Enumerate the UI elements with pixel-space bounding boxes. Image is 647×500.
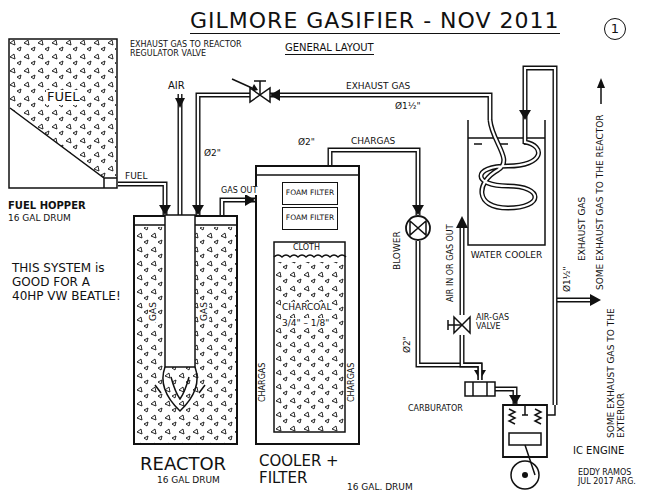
arrowhead	[509, 395, 521, 405]
pipe-line	[198, 95, 250, 215]
water-cooler: WATER COOLER	[468, 120, 545, 245]
pipe-label: FUEL	[124, 171, 148, 181]
fuel-hopper: FUELFUEL HOPPER16 GAL DRUM	[8, 38, 118, 190]
water-cooler-label: WATER COOLER	[468, 250, 545, 260]
note-label: CHARGAS	[347, 363, 356, 402]
pipe-connector	[192, 95, 250, 215]
reactor-drum-label: REACTOR	[140, 454, 226, 475]
fuel-hopper-drawing	[8, 38, 118, 190]
charcoal-bed-label: CLOTH	[292, 243, 321, 252]
pipe-label: EXHAUST GAS	[345, 81, 411, 91]
blower: BLOWER	[405, 215, 431, 241]
arrowhead	[159, 205, 171, 215]
arrowhead	[192, 205, 204, 215]
pipe-label: Ø2"	[402, 335, 412, 354]
cooler-filter-drum-label: 16 GAL. DRUM	[347, 482, 413, 492]
foam-filter-label: FOAM FILTER	[285, 214, 335, 223]
pipe-connector	[270, 89, 490, 120]
reactor-drum-drawing	[135, 217, 240, 447]
blower-label: BLOWER	[392, 231, 402, 270]
air-pipe	[175, 94, 185, 215]
note-label: Ø1½"	[395, 101, 421, 111]
ic-engine: IC ENGINE	[495, 405, 565, 492]
exhaust-exterior-pipe	[557, 294, 601, 306]
regulator-valve-label: EXHAUST GAS TO REACTOR REGULATOR VALVE	[130, 40, 242, 58]
pipe-line	[525, 68, 555, 405]
air-gas-valve-label: AIR-GAS VALVE	[476, 313, 522, 331]
arrowhead	[245, 194, 255, 206]
carburator: CARBURATOR	[465, 380, 495, 398]
ic-engine-drawing	[495, 405, 565, 492]
pipe-label: GAS OUT	[220, 186, 258, 195]
note-label: EDDY RAMOS JUL 2017 ARG.	[578, 468, 644, 486]
charcoal-bed-label: 3/4" – 1/8"	[281, 318, 330, 328]
pipe-line	[462, 335, 480, 380]
note-label: Ø1½"	[562, 266, 572, 292]
title: GILMORE GASIFIER - NOV 2011	[190, 8, 560, 34]
arrowhead	[519, 110, 531, 120]
fuel-hopper-label: FUEL HOPPER	[8, 200, 86, 212]
air-gas-valve: AIR-GAS VALVE	[452, 315, 472, 335]
cooler-filter-drum-label: COOLER + FILTER	[259, 453, 351, 488]
note-label: Ø2"	[204, 148, 221, 158]
note-label: CHARGAS	[258, 363, 267, 402]
pipe-line	[118, 184, 165, 215]
note-label: AIR IN OR GAS OUT	[446, 224, 455, 302]
carburator-drawing	[465, 380, 495, 398]
pipe-line	[118, 184, 165, 215]
pipe-line	[270, 95, 490, 120]
reactor-drum: REACTOR16 GAL DRUM	[133, 215, 238, 445]
note-label: AIR	[168, 80, 185, 92]
blower-drawing	[405, 215, 431, 241]
pipe-line	[525, 68, 555, 405]
fuel-hopper-label: FUEL	[46, 90, 80, 105]
pipe-connector	[222, 194, 255, 215]
pipe-connector	[519, 68, 555, 405]
pipe-connector	[118, 184, 171, 215]
cooler-filter-drum: COOLER + FILTER16 GAL. DRUMFOAM FILTERFO…	[255, 165, 360, 445]
note-label: SOME EXHAUST GAS TO THE REACTOR	[595, 114, 605, 290]
pipe-connector	[495, 389, 521, 405]
fuel-hopper-label: 16 GAL DRUM	[8, 213, 71, 223]
pipe-connector	[330, 150, 424, 215]
regulator-valve-drawing	[250, 86, 270, 104]
callout-number: 1	[604, 18, 626, 40]
pipe-line	[198, 95, 250, 215]
pipe-connector	[462, 335, 480, 380]
note-label: GAS	[199, 301, 209, 322]
regulator-valve: EXHAUST GAS TO REACTOR REGULATOR VALVE	[250, 86, 270, 104]
charcoal-bed-label: CHARCOAL	[281, 302, 332, 312]
charcoal-bed: CLOTH CHARCOAL 3/4" – 1/8"	[274, 242, 345, 432]
foam-filter-label: FOAM FILTER	[285, 189, 335, 198]
arrowhead	[412, 205, 424, 215]
pipe-label: EXHAUST GAS	[577, 196, 587, 262]
arrowhead	[270, 89, 280, 101]
water-cooler-drawing	[468, 120, 545, 245]
foam-filter: FOAM FILTER	[282, 207, 338, 230]
air-gas-pipe	[456, 216, 468, 315]
pipe-line	[330, 150, 418, 215]
ic-engine-label: IC ENGINE	[573, 445, 624, 457]
reactor-drum-label: 16 GAL DRUM	[157, 475, 220, 485]
note-label: SOME EXHAUST GAS TO THE EXTERIOR	[606, 308, 627, 438]
reactor-arrow	[597, 78, 605, 104]
pipe-line	[330, 150, 418, 215]
foam-filter: FOAM FILTER	[282, 182, 338, 205]
note-label: GENERAL LAYOUT	[285, 42, 374, 55]
note-label: THIS SYSTEM is GOOD FOR A 40HP VW BEATLE…	[12, 262, 124, 303]
charcoal-bed-drawing	[274, 242, 345, 432]
pipe-label: CHARGAS	[350, 136, 396, 146]
carburator-label: CARBURATOR	[408, 404, 463, 413]
air-gas-valve-drawing	[452, 315, 472, 335]
pipe-line	[462, 335, 480, 380]
note-label: Ø2"	[298, 137, 315, 147]
pipe-line	[270, 95, 490, 120]
note-label: GAS	[148, 301, 158, 322]
